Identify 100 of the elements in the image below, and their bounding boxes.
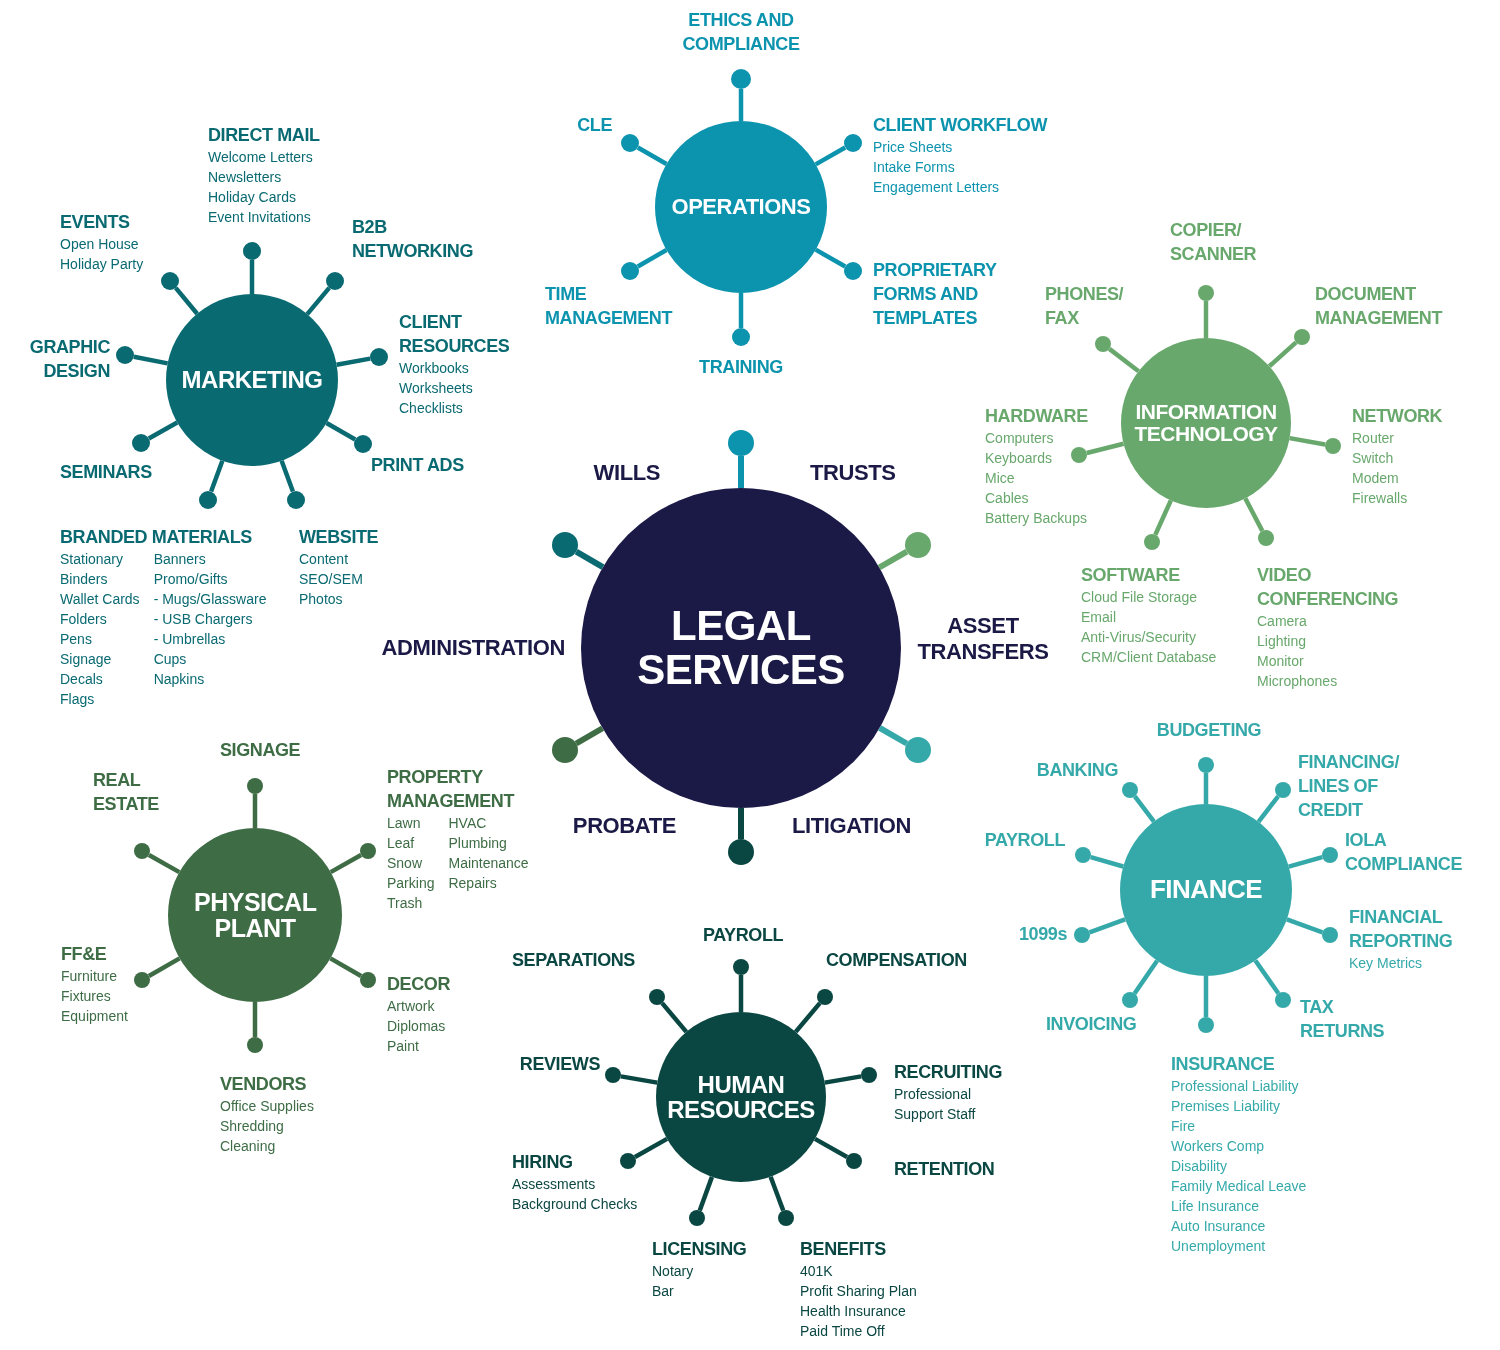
branch-heading: NETWORK — [1352, 405, 1443, 428]
branch-heading: PRINT ADS — [371, 454, 464, 477]
dot-marker — [243, 242, 261, 260]
branch-heading: BUDGETING — [1156, 719, 1262, 742]
dot-marker — [1095, 336, 1111, 352]
branch-heading: 1099s — [1018, 923, 1067, 946]
dot-marker — [1122, 782, 1138, 798]
connector-line — [738, 456, 744, 488]
dot-marker — [360, 972, 376, 988]
list-item: - Umbrellas — [153, 630, 227, 649]
dot-marker — [287, 491, 305, 509]
connector-line — [252, 1002, 258, 1037]
list-item: Premises Liability — [1171, 1097, 1281, 1116]
connector-line — [636, 145, 668, 166]
sector-label: ASSET TRANSFERS — [917, 613, 1049, 665]
dot-marker — [621, 262, 639, 280]
list-item: Disability — [1171, 1157, 1228, 1176]
branch-heading: BRANDED MATERIALS — [60, 526, 252, 549]
dot-marker — [370, 348, 388, 366]
branch-heading: HIRING — [512, 1151, 573, 1174]
dot-marker — [621, 134, 639, 152]
list-item: Cloud File Storage — [1081, 588, 1198, 607]
connector-line — [1107, 347, 1140, 374]
list-item: Firewalls — [1352, 489, 1409, 508]
dot-marker — [844, 134, 862, 152]
list-item: Workbooks — [399, 359, 470, 378]
branch-heading: FINANCIAL REPORTING — [1349, 906, 1453, 953]
branch-heading: CLIENT WORKFLOW — [873, 114, 1047, 137]
connector-line — [1153, 499, 1173, 536]
list-item: Stationary — [60, 550, 125, 569]
list-item: Support Staff — [894, 1105, 977, 1124]
list-item: Fire — [1171, 1117, 1197, 1136]
branch-heading: B2B NETWORKING — [352, 216, 473, 263]
connector-line — [336, 356, 371, 367]
dot-marker — [1122, 992, 1138, 1008]
connector-line — [697, 1176, 715, 1212]
list-item: Health Insurance — [800, 1302, 907, 1321]
dot-marker — [605, 1067, 621, 1083]
dot-marker — [1144, 534, 1160, 550]
list-item: Maintenance — [448, 854, 529, 873]
connector-line — [877, 548, 909, 571]
list-item: Shredding — [220, 1117, 285, 1136]
branch-heading: CLE — [577, 114, 612, 137]
list-item: Life Insurance — [1171, 1197, 1260, 1216]
list-item: Flags — [60, 690, 96, 709]
dot-marker — [134, 843, 150, 859]
dot-marker — [844, 262, 862, 280]
list-item: Promo/Gifts — [153, 570, 229, 589]
branch-heading: SOFTWARE — [1081, 564, 1180, 587]
list-item: Paint — [387, 1037, 420, 1056]
dot-marker — [326, 272, 344, 290]
list-item: Artwork — [387, 997, 436, 1016]
connector-line — [1289, 435, 1326, 447]
list-item: Switch — [1352, 449, 1395, 468]
connector-line — [768, 1175, 786, 1212]
branch-heading: WEBSITE — [299, 526, 379, 549]
branch-heading: PAYROLL — [702, 924, 784, 947]
branch-heading: SEPARATIONS — [512, 949, 635, 972]
dot-marker — [1258, 530, 1274, 546]
list-item: Pens — [60, 630, 93, 649]
list-item: Cables — [985, 489, 1030, 508]
connector-line — [1088, 917, 1126, 935]
list-item: Binders — [60, 570, 109, 589]
list-item: Bar — [652, 1282, 675, 1301]
branch-heading: DOCUMENT MANAGEMENT — [1315, 283, 1442, 330]
connector-line — [1203, 976, 1209, 1017]
branch-heading: PROPERTY MANAGEMENT — [387, 766, 514, 813]
connector-line — [633, 1136, 669, 1159]
dot-marker — [778, 1210, 794, 1226]
connector-line — [279, 459, 295, 493]
dot-marker — [247, 778, 263, 794]
list-item: Monitor — [1257, 652, 1305, 671]
connector-line — [813, 1136, 849, 1159]
hub-title: PHYSICAL PLANT — [194, 888, 316, 942]
list-item: Folders — [60, 610, 108, 629]
dot-marker — [1075, 847, 1091, 863]
dot-marker — [552, 737, 578, 763]
connector-line — [1256, 794, 1280, 824]
connector-line — [878, 725, 909, 747]
list-item: - USB Chargers — [153, 610, 254, 629]
branch-heading: TIME MANAGEMENT — [545, 283, 672, 330]
connector-line — [1090, 855, 1124, 869]
list-item: Newsletters — [208, 168, 283, 187]
connector-line — [574, 725, 605, 747]
list-item: Plumbing — [448, 834, 508, 853]
hub-title: MARKETING — [181, 367, 323, 393]
list-item: Email — [1081, 608, 1117, 627]
dot-marker — [728, 430, 754, 456]
hub-title: INFORMATION TECHNOLOGY — [1134, 400, 1278, 446]
list-item: Snow — [387, 854, 424, 873]
list-item: Battery Backups — [985, 509, 1088, 528]
connector-line — [1267, 340, 1298, 368]
branch-heading: BANKING — [1036, 759, 1118, 782]
list-item: Intake Forms — [873, 158, 956, 177]
branch-heading: SEMINARS — [60, 461, 152, 484]
dot-marker — [732, 328, 750, 346]
list-item: Microphones — [1257, 672, 1339, 691]
list-item: Office Supplies — [220, 1097, 314, 1116]
connector-line — [329, 956, 363, 978]
list-item: Repairs — [448, 874, 498, 893]
